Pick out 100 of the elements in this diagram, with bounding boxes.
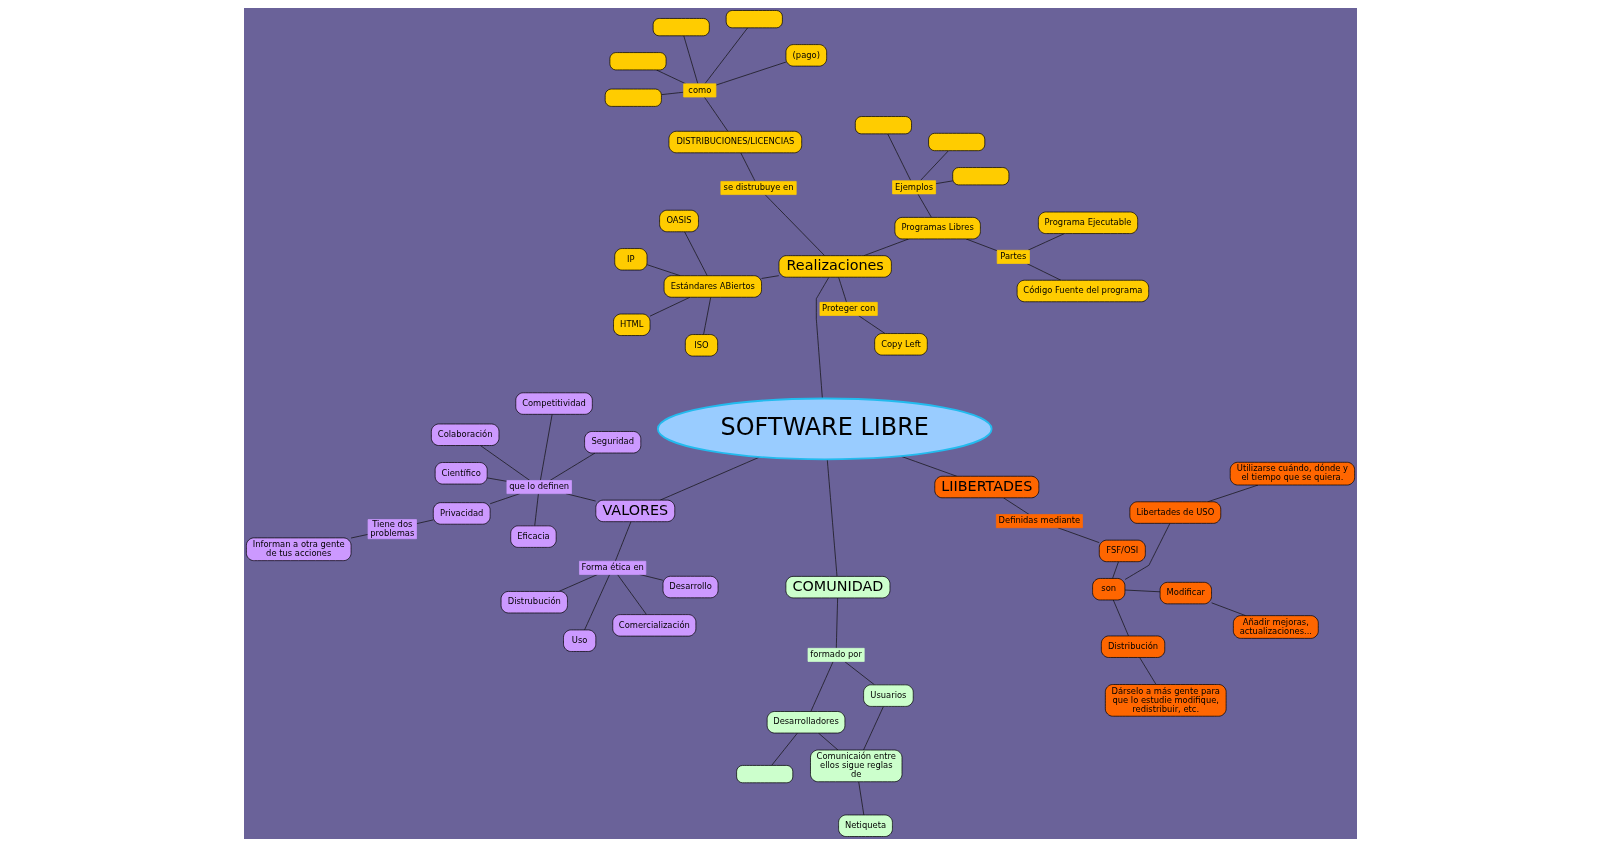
connector bbox=[817, 732, 838, 751]
connector bbox=[1111, 561, 1119, 579]
node-box: (pago) bbox=[785, 44, 827, 67]
node-box bbox=[604, 88, 662, 107]
connector bbox=[1026, 263, 1061, 281]
connector bbox=[886, 133, 911, 181]
node-box: Netiqueta bbox=[837, 814, 893, 837]
node-box: Programas Libres bbox=[894, 217, 981, 240]
connector bbox=[739, 152, 756, 182]
connector bbox=[655, 69, 686, 85]
connector bbox=[1124, 523, 1170, 580]
connector bbox=[489, 493, 520, 505]
connector bbox=[1124, 589, 1160, 593]
node-box: Privacidad bbox=[432, 502, 490, 525]
node-box: Utilizarse cuándo, dónde y el tiempo que se quiera. bbox=[1229, 461, 1355, 486]
connector bbox=[764, 194, 825, 256]
node-box: IP bbox=[613, 248, 647, 271]
node-box: VALORES bbox=[594, 499, 675, 522]
node-box: Eficacia bbox=[509, 525, 557, 548]
node-box: Partes bbox=[996, 249, 1030, 264]
connector bbox=[638, 574, 663, 581]
connector bbox=[539, 414, 552, 481]
node-box: Competitividad bbox=[514, 392, 593, 415]
node-box: Distrubución bbox=[500, 591, 568, 614]
connector bbox=[815, 277, 829, 399]
node-box: Dárselo a más gente para que lo estudie modifique, redistribuir, etc. bbox=[1104, 684, 1226, 717]
node-box: HTML bbox=[612, 313, 650, 336]
connector bbox=[1027, 233, 1065, 251]
node-box: Desarrollo bbox=[662, 575, 718, 599]
node-ellipse: SOFTWARE LIBRE bbox=[656, 397, 992, 461]
connector bbox=[486, 477, 507, 482]
connector bbox=[702, 296, 711, 335]
node-box: Científico bbox=[434, 462, 488, 485]
connector bbox=[565, 493, 596, 502]
node-box bbox=[725, 10, 783, 29]
node-box: Añadir mejoras, actualizaciones... bbox=[1232, 615, 1319, 639]
node-box: DISTRIBUCIONES/LICENCIAS bbox=[668, 130, 802, 154]
connector bbox=[703, 27, 748, 85]
connector bbox=[683, 231, 708, 277]
node-box: Ejemplos bbox=[891, 180, 936, 195]
node-box: son bbox=[1091, 578, 1125, 601]
connector bbox=[616, 574, 647, 615]
connector bbox=[1056, 527, 1100, 543]
node-box: Programa Ejecutable bbox=[1037, 211, 1138, 234]
node-box bbox=[927, 132, 985, 151]
connector bbox=[1112, 599, 1129, 637]
node-box: Código Fuente del programa bbox=[1016, 279, 1149, 303]
node-box bbox=[652, 18, 710, 37]
connector bbox=[614, 521, 631, 562]
connector bbox=[583, 574, 610, 631]
connector bbox=[770, 732, 798, 766]
connector bbox=[715, 61, 786, 86]
connector bbox=[826, 459, 837, 577]
connector bbox=[549, 452, 595, 481]
node-box: Comunicaión entre ellos sigue reglas de bbox=[809, 749, 902, 783]
connector bbox=[1002, 497, 1029, 515]
connector bbox=[479, 445, 530, 481]
node-box: formado por bbox=[807, 647, 865, 662]
node-box: OASIS bbox=[658, 209, 699, 233]
connector bbox=[934, 180, 953, 185]
node-box: Forma ética en bbox=[578, 560, 646, 575]
node-box: Modificar bbox=[1159, 581, 1212, 605]
node-box: Usuarios bbox=[862, 684, 914, 707]
connector bbox=[649, 296, 690, 317]
connector bbox=[917, 193, 932, 218]
connector bbox=[659, 456, 760, 501]
node-box: Proteger con bbox=[819, 301, 878, 316]
connector bbox=[415, 519, 434, 524]
connector bbox=[703, 96, 728, 132]
node-box: Informan a otra gente de tus acciones bbox=[245, 537, 351, 561]
connector bbox=[837, 277, 847, 303]
node-box bbox=[609, 52, 666, 71]
connector bbox=[857, 315, 885, 334]
connector bbox=[760, 275, 779, 279]
node-box: Estándares ABiertos bbox=[663, 275, 762, 298]
connector bbox=[1138, 657, 1156, 685]
connector bbox=[835, 597, 838, 649]
node-box: COMUNIDAD bbox=[785, 576, 890, 599]
connector bbox=[350, 534, 368, 539]
node-box bbox=[854, 116, 912, 135]
node-box: Definidas mediante bbox=[995, 514, 1083, 529]
connector bbox=[533, 493, 539, 527]
connector bbox=[558, 574, 598, 592]
node-box: que lo definen bbox=[506, 480, 572, 494]
node-box bbox=[951, 167, 1009, 186]
connector bbox=[843, 661, 875, 686]
node-box: Tiene dos problemas bbox=[367, 519, 417, 540]
node-box: Comercialización bbox=[611, 614, 696, 637]
node-box: Distribución bbox=[1100, 635, 1165, 658]
connector bbox=[682, 35, 698, 85]
node-box: como bbox=[682, 83, 716, 98]
connector bbox=[810, 661, 833, 712]
connector bbox=[965, 238, 997, 252]
connector bbox=[862, 706, 884, 751]
node-box: Seguridad bbox=[583, 431, 641, 454]
node-box: Desarrolladores bbox=[766, 711, 845, 734]
node-box: LIIBERTADES bbox=[933, 475, 1039, 499]
node-box: ISO bbox=[684, 334, 718, 357]
node-box: Realizaciones bbox=[778, 255, 892, 278]
node-box: Copy Left bbox=[873, 333, 928, 356]
